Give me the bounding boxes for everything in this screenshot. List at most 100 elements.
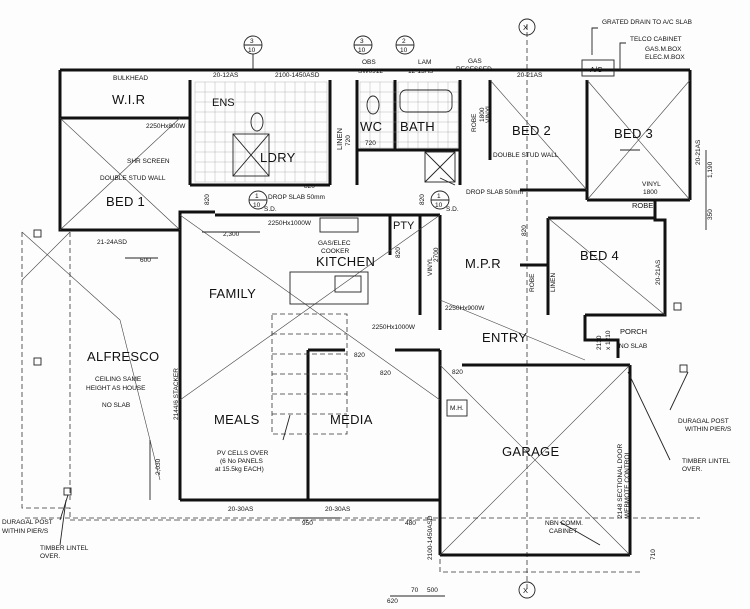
manhole	[446, 399, 468, 417]
note-sd-1: S.D.	[264, 206, 277, 213]
ens-toilet	[250, 112, 264, 132]
note-timber-r2: OVER.	[682, 466, 702, 473]
note-pv-1: PV CELLS OVER	[217, 450, 269, 457]
dim-710: 710	[650, 549, 657, 560]
kitchen-sink	[334, 275, 362, 293]
section-marker-b: 3 10	[353, 35, 373, 55]
note-drop-slab-2: DROP SLAB 50mm	[466, 189, 523, 196]
section-marker-a: 3 10	[243, 35, 263, 70]
note-gas-cooker-2: COOKER	[321, 248, 349, 255]
ac-slab	[581, 59, 615, 77]
kitchen-island	[289, 271, 369, 305]
pier-markers	[33, 229, 688, 496]
note-telco: TELCO CABINET	[630, 36, 682, 43]
room-robe-bath: ROBE	[471, 113, 478, 132]
note-alfresco-1: CEILING SAME	[95, 376, 142, 383]
room-wir: W.I.R	[112, 92, 145, 107]
room-pty: PTY	[393, 220, 415, 232]
note-bulkhead: BULKHEAD	[113, 75, 148, 82]
dim-950: 950	[302, 520, 313, 527]
dim-480: 480	[405, 520, 416, 527]
note-drop-slab-1: DROP SLAB 50mm	[268, 194, 325, 201]
room-porch: PORCH	[620, 327, 647, 336]
dim-20-30as-b: 20-30AS	[325, 506, 351, 513]
note-duragal-r2: WITHIN PIER/S	[685, 426, 732, 433]
dim-1800-b: 1800	[643, 189, 658, 196]
room-bed3: BED 3	[614, 126, 653, 141]
dimension-lines	[125, 150, 707, 597]
note-garage-door: 2148 SECTIONAL DOOR	[617, 444, 624, 518]
dim-820-d: 820	[521, 225, 528, 236]
room-ldry: LDRY	[260, 150, 296, 165]
note-duragal-l2: WITHIN PIER/S	[2, 528, 49, 535]
dim-720-a: 720	[345, 135, 352, 146]
bathtub	[399, 89, 453, 113]
pv-cells-outline	[271, 313, 348, 435]
note-vinyl-top: VINYL	[485, 104, 492, 123]
dim-21-24asd: 21-24ASD	[97, 239, 127, 246]
dim-20-21as-r: 20-21AS	[695, 139, 702, 165]
dim-820-f: 820	[354, 352, 365, 359]
note-garage-door-2: WEBMOTE CONTROL	[624, 450, 631, 518]
room-robe-bed3: ROBE	[632, 201, 653, 210]
note-vinyl-kit: VINYL	[427, 257, 434, 276]
tiled-floor	[194, 81, 459, 183]
dim-2700: 2700	[433, 247, 440, 262]
dim-2100-1450: 2100-1450ASD	[275, 72, 320, 79]
dim-20-30as-a: 20-30AS	[228, 506, 254, 513]
note-nbn-1: NBN COMM.	[545, 520, 583, 527]
wall-right-mid	[585, 198, 690, 317]
room-meals: MEALS	[214, 412, 260, 427]
room-mh: M.H.	[450, 405, 464, 412]
svg-text:1: 1	[437, 193, 441, 200]
note-obs: OBS	[362, 59, 376, 66]
note-grated-drain: GRATED DRAIN TO A/C SLAB	[602, 19, 692, 26]
grid-marker-bottom-label: X	[523, 586, 528, 595]
wall-porch	[583, 315, 620, 358]
dim-2250-800: 2250Hx800W	[146, 123, 186, 130]
slab-edge-left	[21, 232, 175, 521]
dim-620: 620	[387, 598, 398, 605]
dim-500: 500	[427, 587, 438, 594]
note-timber-l2: OVER.	[40, 553, 60, 560]
section-marker-e: 1 10	[430, 190, 450, 210]
dim-820-g: 820	[380, 370, 391, 377]
section-marker-c: 2 10	[395, 35, 415, 55]
note-shr-screen: SHR SCREEN	[127, 158, 170, 165]
note-stacker: 2144/6 STACKER	[173, 368, 180, 420]
svg-text:10: 10	[253, 202, 261, 209]
dim-820-e: 820	[395, 247, 402, 258]
cooktop	[319, 217, 359, 233]
note-duragal-r1: DURAGAL POST	[678, 418, 729, 425]
dim-12-15as: 12-15AS	[408, 68, 434, 75]
room-kitchen: KITCHEN	[316, 254, 375, 269]
svg-text:10: 10	[358, 47, 366, 54]
dim-1210: x 1210	[605, 330, 612, 350]
note-pv-2: (6 No PANELS	[220, 458, 264, 465]
note-nbn-2: CABINET	[549, 528, 577, 535]
dim-lam: LAM	[418, 59, 431, 66]
note-pv-3: at 15.5kg EACH)	[215, 466, 264, 473]
room-garage: GARAGE	[502, 444, 559, 459]
dim-1190: 1,190	[707, 161, 714, 178]
note-vinyl-bed3: VINYL	[642, 181, 661, 188]
svg-text:3: 3	[360, 38, 364, 45]
note-no-slab-2: NO SLAB	[619, 343, 647, 350]
section-marker-d: 1 10	[248, 190, 268, 210]
room-mpr: M.P.R	[465, 256, 501, 271]
room-bed1: BED 1	[106, 194, 145, 209]
note-no-slab-1: NO SLAB	[102, 402, 130, 409]
ceiling-diagonals	[21, 79, 691, 556]
dim-2250-900: 2250Hx900W	[445, 305, 485, 312]
note-elec-box: ELEC.M.BOX	[645, 54, 685, 61]
svg-text:1: 1	[255, 193, 259, 200]
dim-2030: 2,030	[155, 458, 162, 475]
grid-marker-top-label: X	[523, 23, 528, 32]
dim-20-21as-top: 20-21AS	[517, 72, 543, 79]
note-duragal-l1: DURAGAL POST	[2, 519, 53, 526]
dim-350: 350	[707, 209, 714, 220]
note-ac: A/C	[590, 65, 603, 74]
dim-sw0912: SW0912	[358, 68, 383, 75]
